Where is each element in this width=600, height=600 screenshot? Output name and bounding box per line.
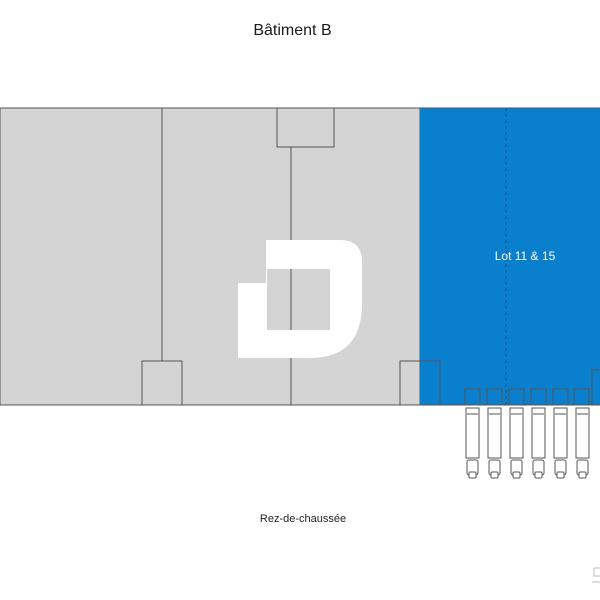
lot-label: Lot 11 & 15	[495, 249, 556, 263]
column-box-top	[276, 107, 335, 148]
company-logo-icon	[238, 240, 362, 358]
truck-icon	[465, 407, 590, 479]
lot-area[interactable]	[420, 108, 600, 405]
column-box-bottom-right	[399, 360, 441, 406]
loading-dock-icon	[464, 388, 590, 406]
column-box-bottom-left	[141, 360, 183, 406]
column-box-edge	[591, 369, 600, 406]
floor-label: Rez-de-chaussée	[259, 513, 347, 525]
scale-mark-icon	[592, 567, 600, 583]
building-title: Bâtiment B	[253, 22, 332, 39]
